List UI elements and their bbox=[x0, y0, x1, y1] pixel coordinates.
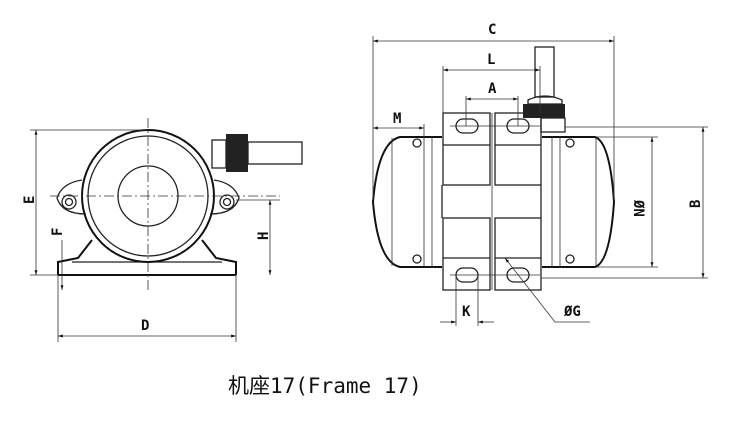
cable-gland bbox=[226, 134, 248, 172]
dim-label-d: D bbox=[141, 318, 149, 334]
dim-label-c: C bbox=[488, 22, 496, 38]
side-view: E F H D bbox=[22, 118, 303, 342]
dim-label-l: L bbox=[487, 52, 495, 68]
mounting-base bbox=[57, 239, 237, 276]
cable-gland bbox=[523, 104, 565, 118]
drawing-caption: 机座17(Frame 17) bbox=[228, 374, 422, 398]
dim-label-b: B bbox=[688, 200, 704, 208]
cable bbox=[247, 141, 303, 165]
bolt-left-icon bbox=[61, 194, 77, 210]
bolt-right-icon bbox=[219, 194, 235, 210]
clamp-blocks bbox=[442, 112, 542, 291]
screws bbox=[412, 138, 575, 264]
front-view: C L A M ØN B K ØG bbox=[371, 22, 708, 326]
dim-label-m: M bbox=[393, 111, 401, 127]
side-lugs bbox=[56, 179, 240, 215]
dim-label-k: K bbox=[462, 304, 471, 320]
dim-label-a: A bbox=[488, 81, 497, 97]
cable bbox=[534, 46, 555, 98]
dim-label-n: ØN bbox=[630, 199, 646, 217]
dim-label-e: E bbox=[22, 196, 38, 204]
dim-label-f: F bbox=[50, 228, 66, 236]
dim-label-h: H bbox=[256, 232, 272, 240]
dim-label-g: ØG bbox=[563, 304, 581, 320]
left-end-cap bbox=[371, 136, 442, 268]
right-end-cap bbox=[542, 136, 616, 268]
